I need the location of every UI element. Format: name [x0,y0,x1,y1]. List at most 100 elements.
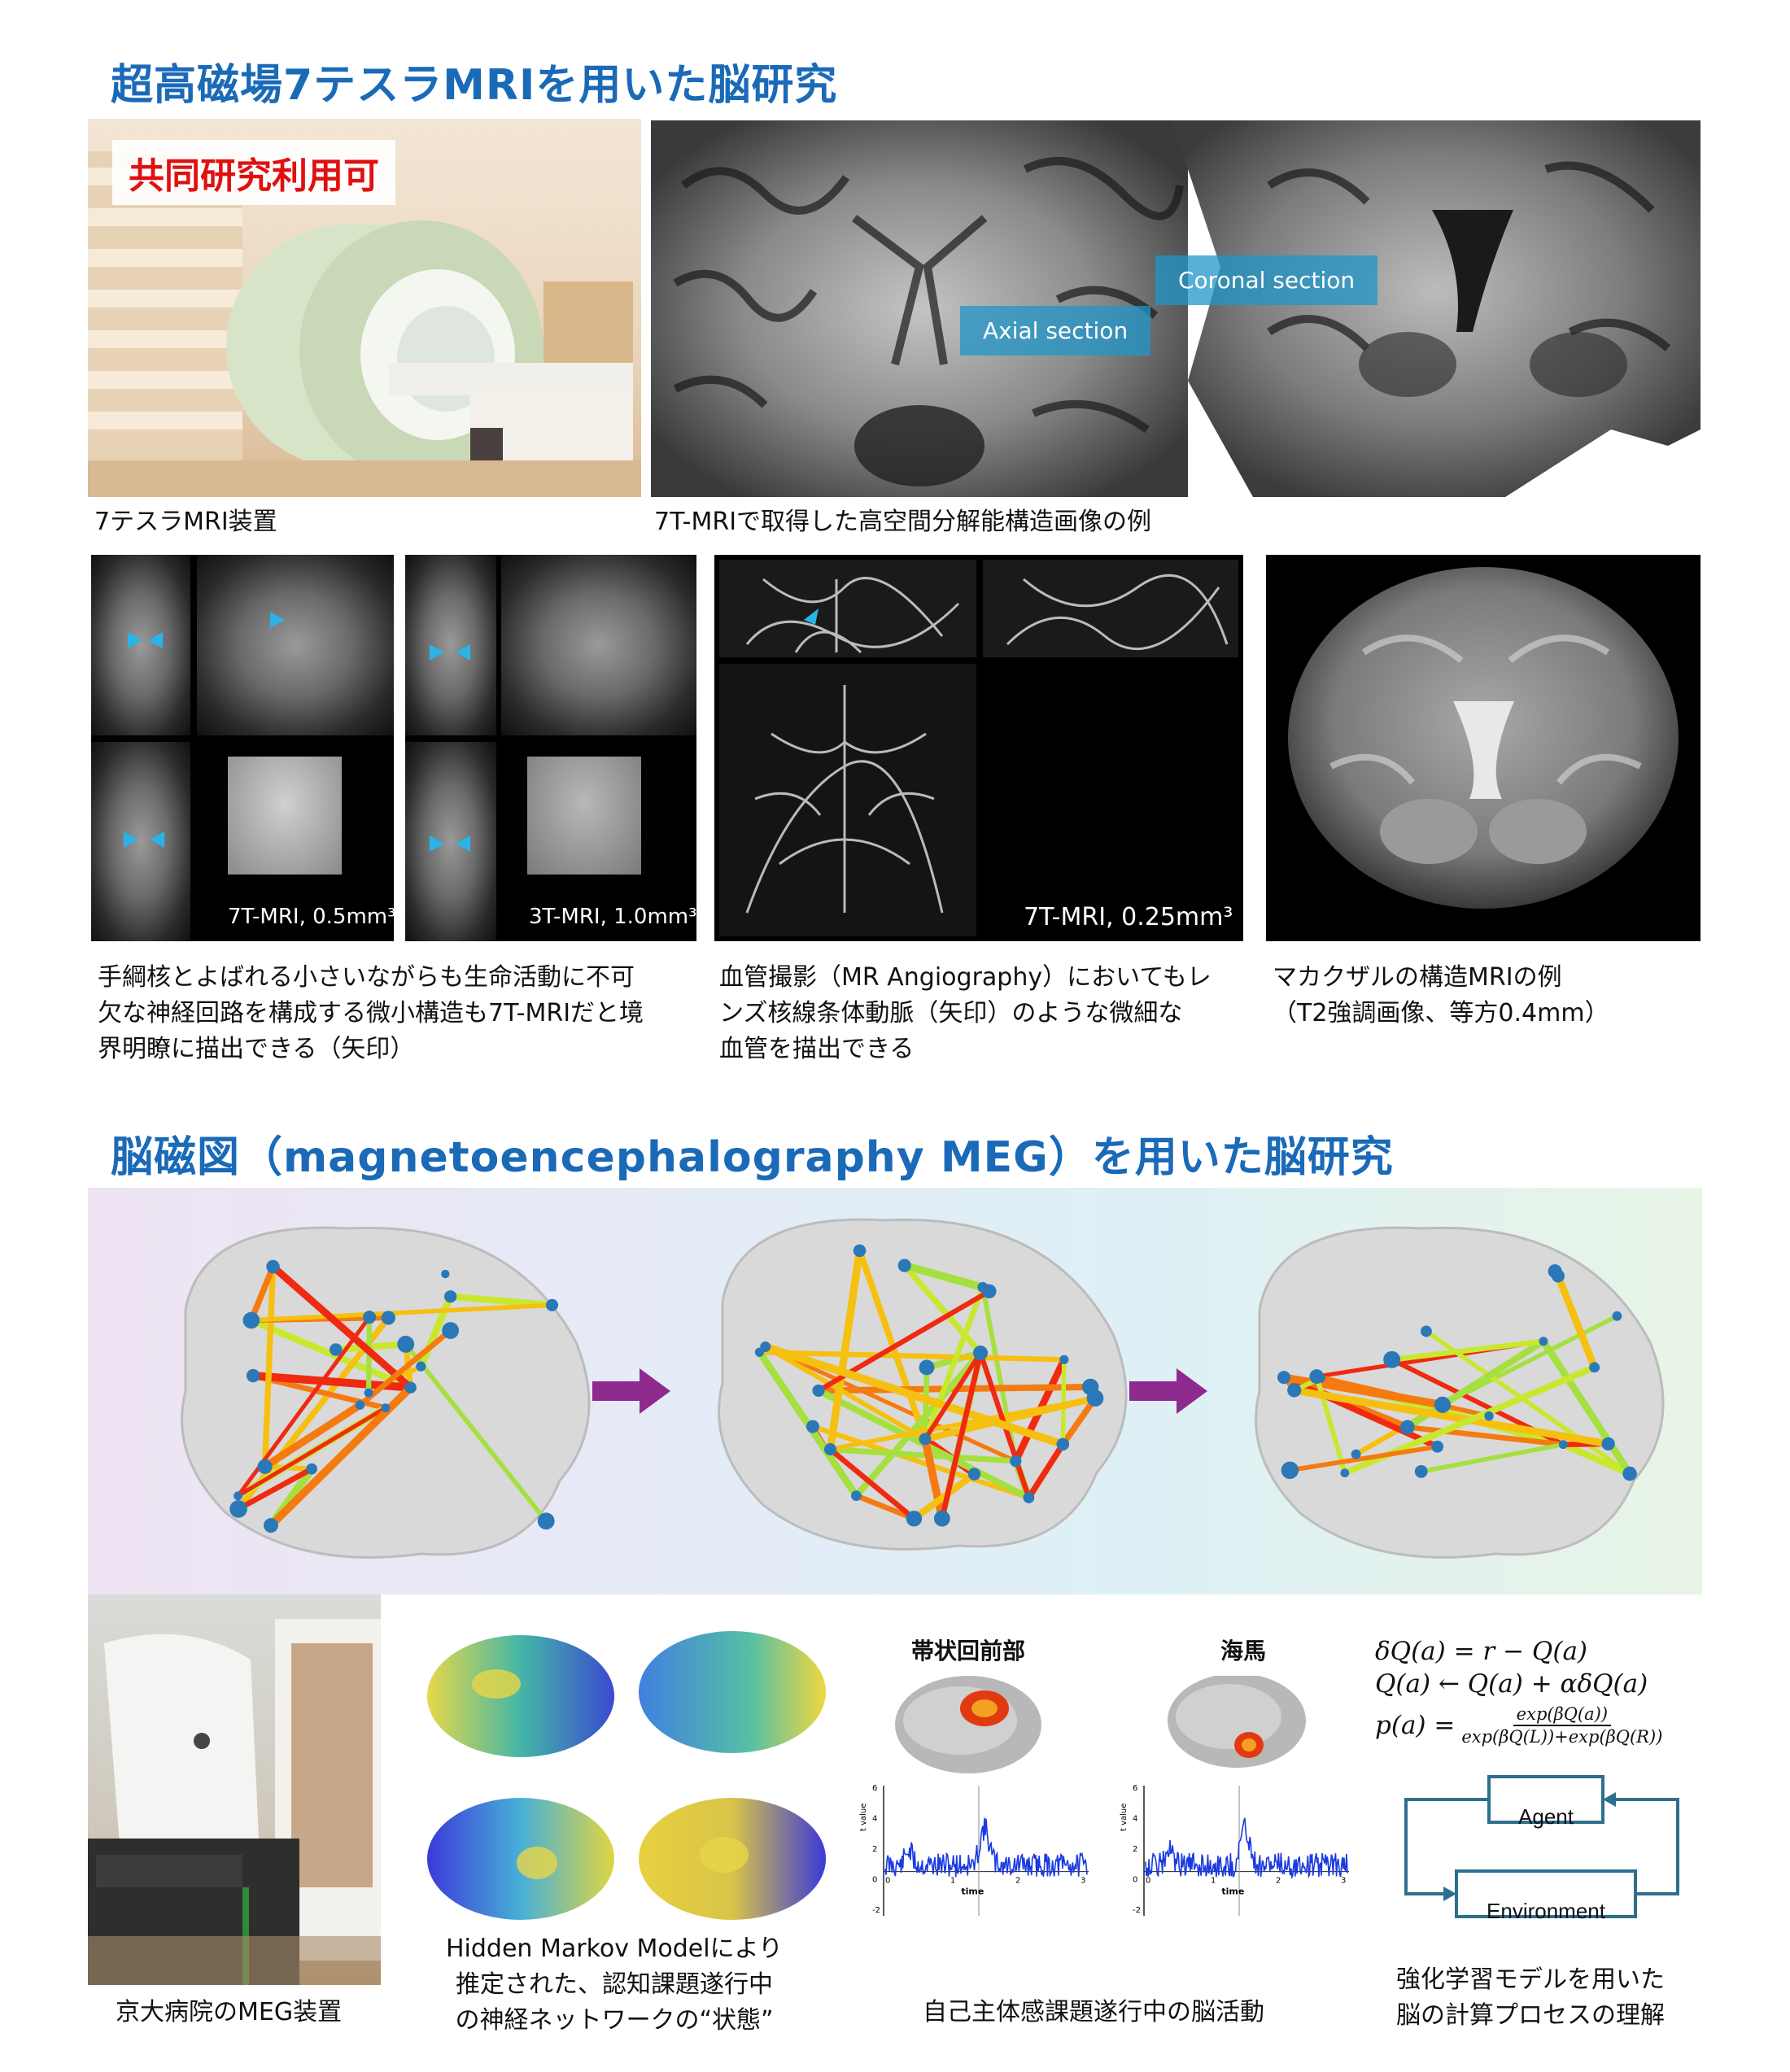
network-node [1558,1440,1568,1450]
network-node [257,1459,273,1474]
plot-x-tick: 0 [1146,1877,1150,1886]
network-node [397,1335,415,1353]
arrow-icon [804,609,819,625]
network-edge [357,1328,454,1408]
network-node [851,1490,862,1501]
habenula-3t-panel: 3T-MRI, 1.0mm³ [405,555,696,941]
habenula-3t-axial [405,742,496,941]
network-node [933,1510,950,1527]
plot-y-tick: 2 [872,1845,877,1854]
network-node [1351,1449,1361,1459]
network-node [306,1463,317,1475]
network-edge [900,1261,987,1292]
network-edge [403,1341,549,1524]
mri-device-photo: 共同研究利用可 [88,119,641,497]
plot-x-tick: 3 [1341,1877,1346,1886]
macaque-caption: マカクザルの構造MRIの例 （T2強調画像、等方0.4mm） [1273,960,1609,1032]
habenula-3t-sagittal [501,555,696,735]
angiography-vessels [719,560,1238,936]
plot-x-tick: 3 [1081,1877,1085,1886]
network-node [982,1284,997,1299]
habenula-3t-label: 3T-MRI, 1.0mm³ [529,905,696,929]
network-node [442,1322,460,1339]
coronal-section-label: Coronal section [1155,255,1378,305]
network-edge [1559,1441,1634,1477]
plot-y-tick: 2 [1133,1845,1137,1854]
habenula-3t-zoom [527,757,641,875]
structure-caption: 7T-MRIで取得した高空間分解能構造画像の例 [654,508,1152,536]
arrow-icon [270,612,285,628]
plot-y-tick: 0 [1133,1876,1137,1885]
network-node [1539,1337,1548,1346]
network-node [242,1311,260,1329]
agent-label: Agent [1518,1804,1574,1829]
region1-label: 帯状回前部 [911,1638,1026,1664]
mri-scanner-illustration [88,151,641,497]
plot-x-label: time [1221,1887,1244,1897]
plot-x-tick: 0 [885,1877,890,1886]
arrow-icon [128,632,142,648]
plot-x-label: time [961,1887,984,1897]
network-edge [939,1350,984,1521]
arrow-icon [150,831,164,848]
network-edge [269,1263,414,1392]
network-edge [1290,1386,1613,1448]
network-node [441,1269,450,1279]
habenula-7t-sagittal [197,555,394,735]
structural-mri-slices [651,120,1700,497]
network-node [1340,1468,1350,1478]
network-node [906,1511,923,1527]
softmax-lhs: p(a) = [1375,1711,1456,1740]
habenula-7t-label: 7T-MRI, 0.5mm³ [228,905,394,929]
structural-images: Axial section Coronal section [651,120,1700,497]
network-edge [757,1350,1067,1363]
network-node [967,1468,981,1481]
network-edge [249,1302,555,1323]
network-edge [980,1285,1019,1463]
network-node [1056,1437,1070,1451]
habenula-caption: 手綱核とよばれる小さいながらも生命活動に不可 欠な神経回路を構成する微小構造も7… [98,960,644,1067]
network-node [1383,1350,1401,1368]
network-edge [1287,1444,1440,1473]
plot-trace [884,1817,1088,1878]
equation-softmax: p(a) = exp(βQ(a)) exp(βQ(L))+exp(βQ(R)) [1375,1703,1700,1747]
angio-caption-line: 血管撮影（MR Angiography）においてもレ [719,963,1212,992]
activity-caption: 自己主体感課題遂行中の脳活動 [923,1998,1264,2026]
hmm-caption-line: 推定された、認知課題遂行中 [456,1970,773,1999]
network-node [234,1491,242,1501]
rl-caption-line: 強化学習モデルを用いた [1396,1965,1665,1994]
section1-title: 超高磁場7テスラMRIを用いた脳研究 [111,61,838,110]
meg-network-diagram [181,1218,1665,1559]
environment-label: Environment [1487,1899,1605,1923]
softmax-numerator: exp(βQ(a)) [1513,1703,1612,1726]
rl-caption: 強化学習モデルを用いた 脳の計算プロセスの理解 [1396,1962,1665,2034]
network-edge [1025,1441,1066,1501]
network-node [263,1518,278,1533]
network-node [1431,1440,1444,1453]
network-node [355,1400,365,1410]
hmm-brain-states [415,1627,838,1936]
arrow-icon [430,644,444,661]
network-node [1601,1437,1615,1451]
network-node [812,1384,825,1398]
hmm-caption-line: Hidden Markov Modelにより [445,1935,783,1963]
arrow-icon [456,835,470,852]
network-edge [761,1342,1067,1449]
network-node [266,1259,280,1274]
section2-title: 脳磁図（magnetoencephalography MEG）を用いた脳研究 [111,1133,1394,1182]
network-node [545,1298,559,1311]
network-edge [1554,1272,1599,1372]
network-edge [1418,1442,1566,1474]
network-node [1622,1466,1637,1481]
network-node [381,1311,395,1325]
arrow-icon [1443,1887,1456,1901]
network-node [1612,1311,1622,1321]
hmm-brain-maps [427,1631,826,1920]
brain-outline [718,1218,1128,1551]
angio-label: 7T-MRI, 0.25mm³ [1024,903,1233,931]
network-node [329,1343,343,1356]
network-node [1287,1383,1302,1398]
network-node [229,1500,247,1518]
